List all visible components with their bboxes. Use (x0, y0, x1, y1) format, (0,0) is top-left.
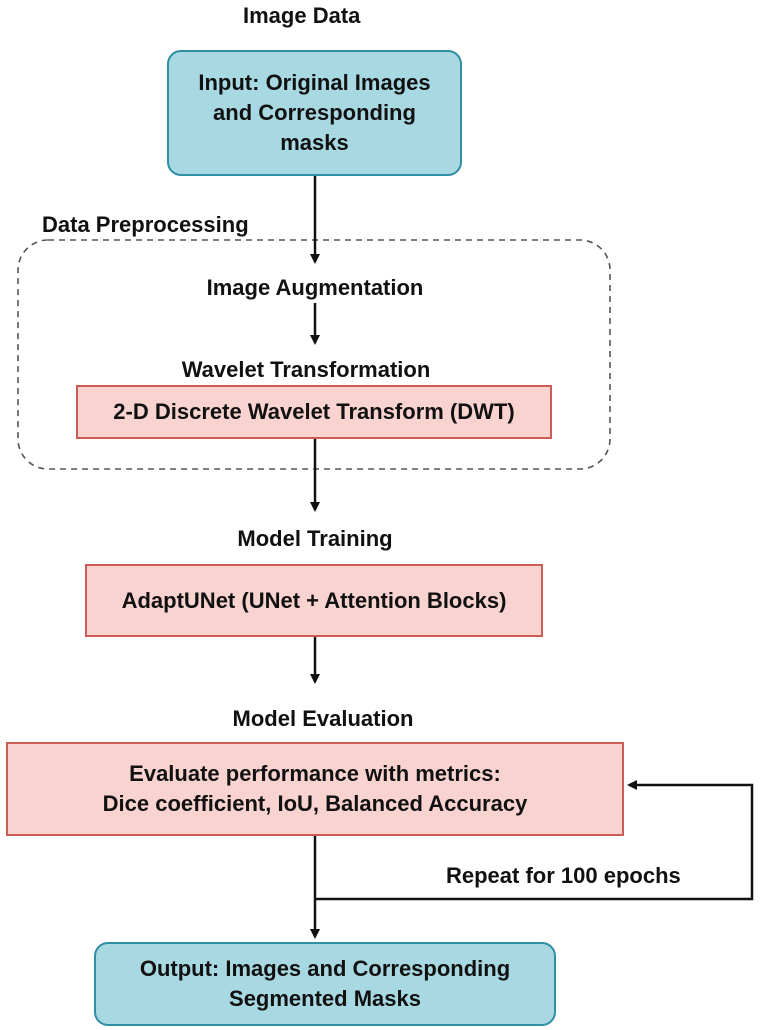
evaluation-box: Evaluate performance with metrics: Dice … (6, 742, 624, 836)
heading-image-data: Image Data (243, 3, 361, 28)
input-box-line-3: masks (280, 130, 349, 155)
output-box: Output: Images and Corresponding Segment… (94, 942, 556, 1026)
heading-model-training: Model Training (237, 526, 393, 551)
input-box-line-1: Input: Original Images (198, 70, 431, 95)
heading-data-preprocessing: Data Preprocessing (42, 212, 249, 237)
heading-wavelet-transformation: Wavelet Transformation (181, 357, 431, 382)
input-box: Input: Original Images and Corresponding… (167, 50, 462, 176)
loop-label: Repeat for 100 epochs (446, 863, 681, 888)
heading-model-evaluation: Model Evaluation (232, 706, 414, 731)
output-box-line-2: Segmented Masks (229, 986, 421, 1011)
dwt-box-label: 2-D Discrete Wavelet Transform (DWT) (113, 399, 515, 424)
evaluation-box-line-1: Evaluate performance with metrics: (129, 761, 501, 786)
model-box: AdaptUNet (UNet + Attention Blocks) (85, 564, 543, 637)
output-box-line-1: Output: Images and Corresponding (139, 956, 511, 981)
input-box-line-2: and Corresponding (213, 100, 416, 125)
loop-back-arrow (315, 780, 754, 901)
dwt-box: 2-D Discrete Wavelet Transform (DWT) (76, 385, 552, 439)
heading-image-augmentation: Image Augmentation (206, 275, 424, 300)
model-box-label: AdaptUNet (UNet + Attention Blocks) (121, 587, 507, 613)
evaluation-box-line-2: Dice coefficient, IoU, Balanced Accuracy (102, 791, 528, 816)
